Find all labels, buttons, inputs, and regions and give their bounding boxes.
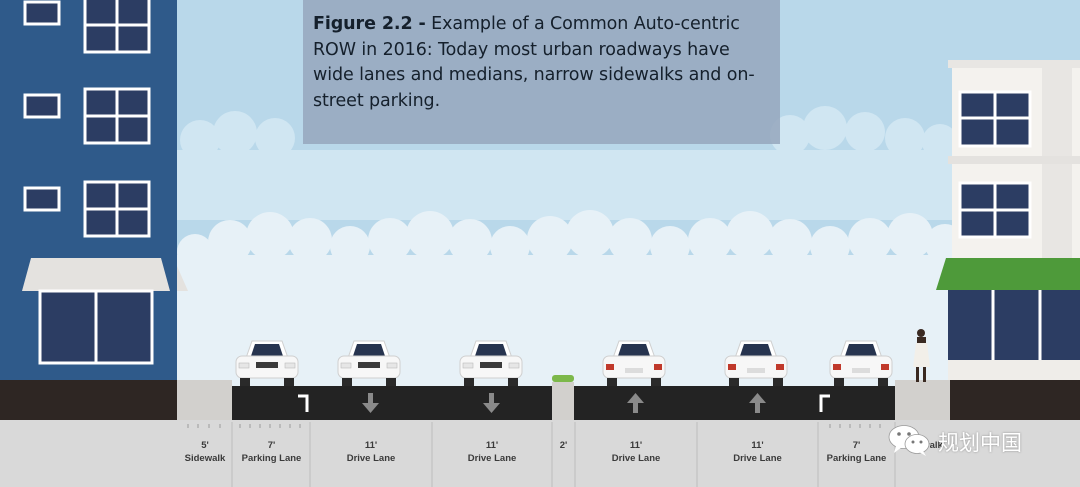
wechat-icon: [888, 425, 930, 456]
right-building: [936, 60, 1080, 420]
segment-dividers: [231, 422, 896, 487]
segment-label-drive-lane-2: 11'Drive Lane: [467, 440, 517, 464]
arrow-down-icon: [362, 393, 379, 413]
median: [552, 382, 574, 420]
arrow-up-icon: [627, 393, 644, 413]
segment-label-parking-lane-left: 7'Parking Lane: [241, 440, 302, 464]
figure-label: Figure 2.2 -: [313, 14, 426, 34]
figure-caption: Figure 2.2 - Example of a Common Auto-ce…: [303, 0, 780, 144]
arrow-up-icon: [749, 393, 766, 413]
cars: [235, 340, 893, 386]
upper-clouds: [175, 106, 958, 220]
segment-label-drive-lane-1: 11'Drive Lane: [346, 440, 396, 464]
figure-caption-text: Example of a Common Auto-centric ROW in …: [313, 14, 755, 111]
pedestrian: [913, 329, 930, 382]
lower-clouds: [175, 210, 965, 390]
scale-ticks: [187, 424, 881, 428]
car: [337, 340, 401, 386]
segment-label-drive-lane-4: 11'Drive Lane: [733, 440, 782, 464]
car: [829, 340, 893, 386]
segment-label-median: 2': [559, 440, 568, 451]
car: [724, 340, 788, 386]
watermark-text: 规划中国: [938, 431, 1022, 455]
car: [235, 340, 299, 386]
left-building: [0, 0, 188, 420]
car: [602, 340, 666, 386]
segment-label-drive-lane-3: 11'Drive Lane: [611, 440, 661, 464]
right-sidewalk: [895, 380, 950, 420]
watermark: 规划中国: [886, 423, 1076, 457]
segment-label-sidewalk-left: 5'Sidewalk: [184, 440, 226, 464]
median-planting: [552, 375, 574, 382]
arrow-down-icon: [483, 393, 500, 413]
segment-label-parking-lane-right: 7'Parking Lane: [826, 440, 887, 464]
car: [459, 340, 523, 386]
left-sidewalk: [177, 380, 232, 420]
